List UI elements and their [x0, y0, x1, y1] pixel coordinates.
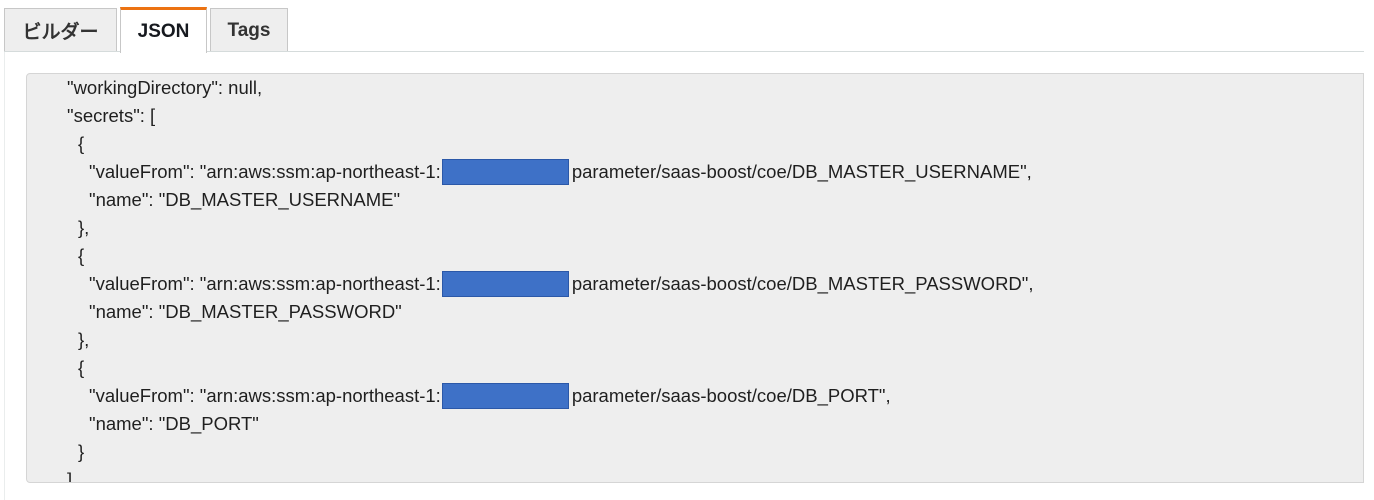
tab-divider: [4, 51, 1364, 52]
code-text: ]: [67, 469, 73, 483]
code-line: },: [78, 326, 89, 354]
code-text: {: [78, 133, 85, 154]
tab-tags[interactable]: Tags: [210, 8, 288, 52]
code-text: {: [78, 357, 85, 378]
code-line: }: [78, 438, 84, 466]
code-line: "workingDirectory": null,: [67, 74, 262, 102]
code-line: },: [78, 214, 89, 242]
code-text: },: [78, 329, 90, 350]
redacted-account-id: [441, 271, 569, 297]
code-line: "valueFrom": "arn:aws:ssm:ap-northeast-1…: [89, 382, 891, 410]
code-line: "name": "DB_MASTER_USERNAME": [89, 186, 400, 214]
code-line: {: [78, 242, 84, 270]
code-text: "valueFrom": "arn:aws:ssm:ap-northeast-1…: [89, 385, 441, 406]
code-text: "secrets": [: [67, 105, 156, 126]
code-text: },: [78, 217, 90, 238]
code-text: parameter/saas-boost/coe/DB_MASTER_PASSW…: [571, 273, 1034, 294]
code-line: {: [78, 130, 84, 158]
tab-json[interactable]: JSON: [120, 7, 207, 53]
code-line: "valueFrom": "arn:aws:ssm:ap-northeast-1…: [89, 270, 1034, 298]
code-text: "valueFrom": "arn:aws:ssm:ap-northeast-1…: [89, 273, 441, 294]
code-text: parameter/saas-boost/coe/DB_PORT",: [571, 385, 891, 406]
code-text: {: [78, 245, 85, 266]
code-line: {: [78, 354, 84, 382]
tab-builder[interactable]: ビルダー: [4, 8, 117, 52]
redacted-account-id: [441, 383, 569, 409]
code-line: "name": "DB_PORT": [89, 410, 259, 438]
code-line: "secrets": [: [67, 102, 155, 130]
tab-bar: ビルダー JSON Tags: [0, 0, 1374, 53]
code-text: }: [78, 441, 85, 462]
code-line: "valueFrom": "arn:aws:ssm:ap-northeast-1…: [89, 158, 1032, 186]
code-text: "workingDirectory": null,: [67, 77, 263, 98]
code-line: "name": "DB_MASTER_PASSWORD": [89, 298, 402, 326]
code-text: "valueFrom": "arn:aws:ssm:ap-northeast-1…: [89, 161, 441, 182]
code-text: "name": "DB_PORT": [89, 413, 259, 434]
code-line: ]: [67, 466, 73, 483]
code-text: "name": "DB_MASTER_PASSWORD": [89, 301, 402, 322]
code-text: "name": "DB_MASTER_USERNAME": [89, 189, 401, 210]
code-text: parameter/saas-boost/coe/DB_MASTER_USERN…: [571, 161, 1032, 182]
json-editor[interactable]: "workingDirectory": null, "secrets": [ {…: [26, 73, 1364, 483]
redacted-account-id: [441, 159, 569, 185]
